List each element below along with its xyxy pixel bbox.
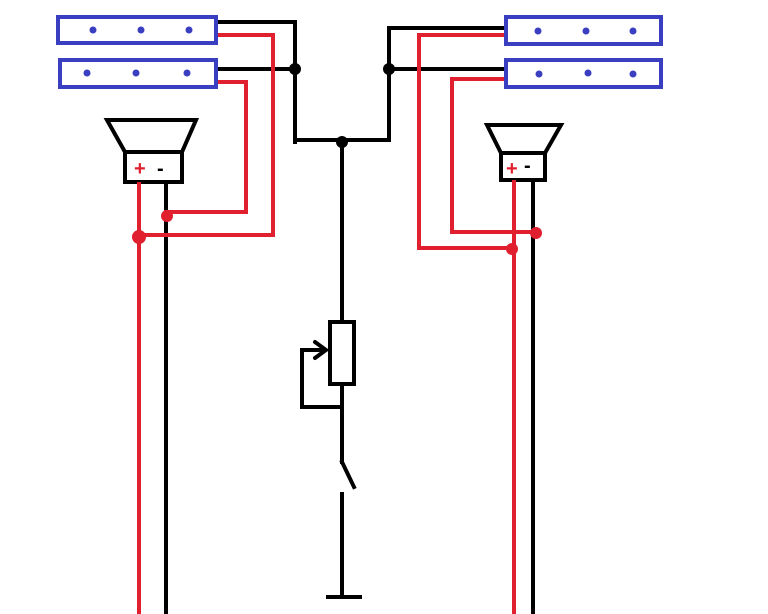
led-dot <box>183 69 191 77</box>
speaker-right: + - <box>483 123 565 614</box>
led-strip-icon <box>504 58 663 89</box>
led-dot <box>629 27 637 35</box>
left-strip2-positive-wire <box>164 80 248 214</box>
led-dot <box>584 69 592 77</box>
speaker-right-terminal-box <box>499 151 547 182</box>
led-strip-right-top <box>504 15 663 46</box>
right-red-junction-inner <box>530 227 542 239</box>
led-dot <box>132 69 140 77</box>
right-strip1-positive-wire <box>417 33 516 250</box>
junction-left <box>289 63 301 75</box>
led-strip-left-top <box>56 15 218 45</box>
left-red-junction-outer <box>132 230 146 244</box>
right-bus-wire <box>387 26 507 142</box>
led-dot <box>582 27 590 35</box>
speaker-left-plus-label: + <box>134 158 146 180</box>
potentiometer-wiper-loop <box>300 348 344 409</box>
speaker-left-minus-label: - <box>157 158 164 180</box>
potentiometer-wiper-arrow <box>313 340 330 360</box>
right-strip2-positive-wire <box>450 77 537 234</box>
speaker-left-terminal-box <box>123 150 184 184</box>
switch-lever <box>339 459 357 490</box>
left-bus-wire <box>216 20 297 144</box>
led-dot <box>89 26 97 34</box>
led-dot <box>185 26 193 34</box>
left-positive-wiring <box>132 33 275 244</box>
led-strip-left-bottom <box>58 58 218 89</box>
junction-right <box>383 63 395 75</box>
led-strip-right-bottom <box>504 58 663 89</box>
led-dot <box>629 70 637 78</box>
led-dot <box>83 69 91 77</box>
right-positive-wiring <box>417 33 542 255</box>
junction-center <box>336 136 348 148</box>
speaker-icon <box>103 118 200 154</box>
left-red-junction-inner <box>161 210 173 222</box>
potentiometer-body <box>328 320 356 386</box>
right-red-junction-outer <box>506 243 518 255</box>
speaker-right-plus-label: + <box>506 158 518 180</box>
led-dot <box>535 70 543 78</box>
led-dot <box>137 26 145 34</box>
speaker-icon <box>483 123 565 155</box>
speaker-left: + - <box>103 118 200 614</box>
switch-icon <box>339 459 357 598</box>
led-dot <box>534 27 542 35</box>
left-strip1-positive-wire <box>137 33 275 237</box>
potentiometer-icon <box>300 320 356 464</box>
speaker-right-minus-label: - <box>524 155 531 177</box>
central-bus <box>216 20 507 324</box>
